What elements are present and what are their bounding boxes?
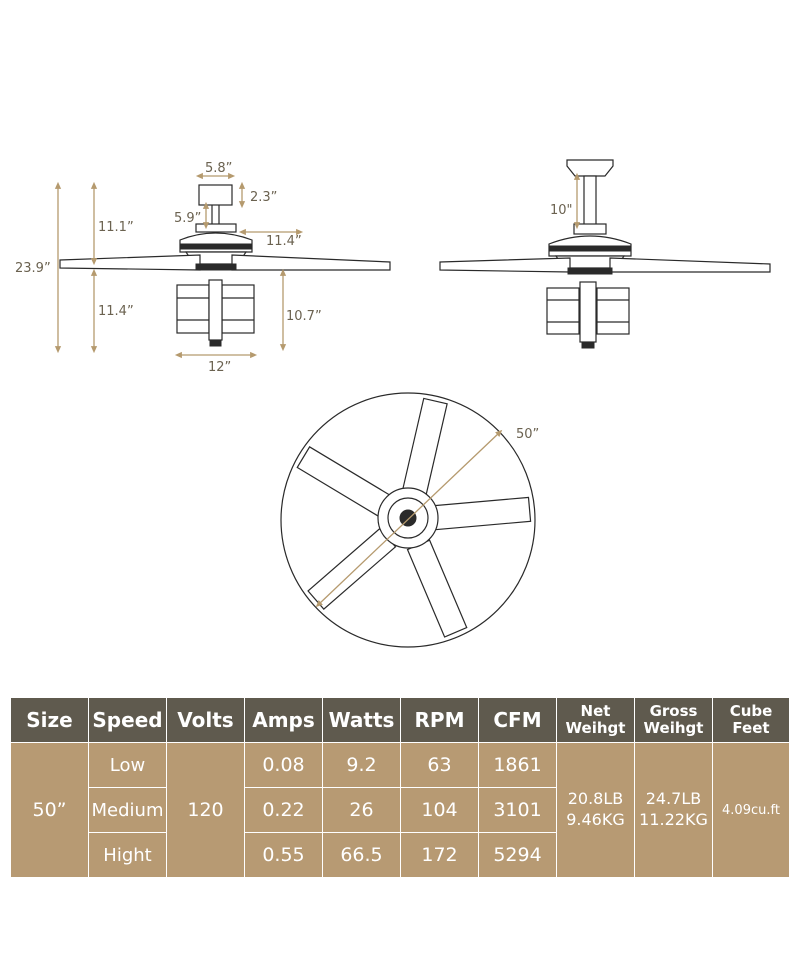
cell-gross-weight: 24.7LB 11.22KG: [634, 742, 713, 878]
gross-weight-lb: 24.7LB: [645, 789, 702, 809]
cell-speed: Medium: [88, 787, 167, 833]
dim-upper-height: 11.1”: [98, 220, 134, 235]
dim-motor-width: 11.4”: [266, 234, 302, 249]
cell-rpm: 104: [400, 787, 479, 833]
table-row: Hight 0.55 66.5 172 5294: [11, 832, 790, 878]
spec-table: Size Speed Volts Amps Watts RPM CFM Net …: [10, 697, 790, 878]
dim-motor-to-canopy: 5.9”: [174, 211, 201, 226]
cell-cfm: 1861: [478, 742, 557, 788]
header-cube-feet: Cube Feet: [712, 697, 790, 743]
header-volts: Volts: [166, 697, 245, 743]
cell-rpm: 63: [400, 742, 479, 788]
dim-lower-height: 11.4”: [98, 304, 134, 319]
cell-watts: 66.5: [322, 832, 401, 878]
cell-amps: 0.22: [244, 787, 323, 833]
downrod-dimension: 10": [550, 172, 581, 230]
dim-downrod: 10": [550, 203, 573, 218]
table-row: Medium 0.22 26 104 3101: [11, 787, 790, 833]
dim-diameter: 50”: [516, 427, 539, 442]
table-header-row: Size Speed Volts Amps Watts RPM CFM Net …: [10, 697, 790, 743]
dim-light-height: 10.7”: [286, 309, 322, 324]
diameter-dimension: 50”: [315, 427, 539, 608]
header-net-weight: Net Weihgt: [556, 697, 635, 743]
net-weight-lb: 20.8LB: [567, 789, 624, 809]
cell-net-weight: 20.8LB 9.46KG: [556, 742, 635, 878]
dim-canopy-height: 2.3”: [250, 190, 277, 205]
header-speed: Speed: [88, 697, 167, 743]
header-amps: Amps: [244, 697, 323, 743]
cell-size: 50”: [10, 742, 89, 878]
side-view-dimensions: 5.8” 2.3” 5.9” 11.1” 11.4” 23.9” 11.4” 1…: [15, 161, 322, 375]
cell-speed: Low: [88, 742, 167, 788]
cell-speed: Hight: [88, 832, 167, 878]
dim-total-height: 23.9”: [15, 261, 51, 276]
dim-canopy-width: 5.8”: [205, 161, 232, 176]
gross-weight-kg: 11.22KG: [639, 810, 708, 829]
cell-watts: 9.2: [322, 742, 401, 788]
header-watts: Watts: [322, 697, 401, 743]
cell-cfm: 5294: [478, 832, 557, 878]
header-size: Size: [10, 697, 89, 743]
side-view-fan: [59, 184, 391, 347]
downrod-view-fan: [439, 159, 771, 349]
header-rpm: RPM: [400, 697, 479, 743]
cell-cube-feet: 4.09cu.ft: [712, 742, 790, 878]
dim-light-width: 12”: [208, 360, 231, 375]
cell-amps: 0.08: [244, 742, 323, 788]
net-weight-kg: 9.46KG: [566, 810, 625, 829]
header-gross-weight: Gross Weihgt: [634, 697, 713, 743]
table-row: 50” Low 120 0.08 9.2 63 1861 20.8LB 9.46…: [10, 742, 790, 878]
header-cfm: CFM: [478, 697, 557, 743]
cell-watts: 26: [322, 787, 401, 833]
cell-volts: 120: [166, 742, 245, 878]
cell-rpm: 172: [400, 832, 479, 878]
top-view-fan: [280, 392, 536, 648]
cell-amps: 0.55: [244, 832, 323, 878]
fan-diagram: 5.8” 2.3” 5.9” 11.1” 11.4” 23.9” 11.4” 1…: [15, 159, 771, 648]
cell-cfm: 3101: [478, 787, 557, 833]
